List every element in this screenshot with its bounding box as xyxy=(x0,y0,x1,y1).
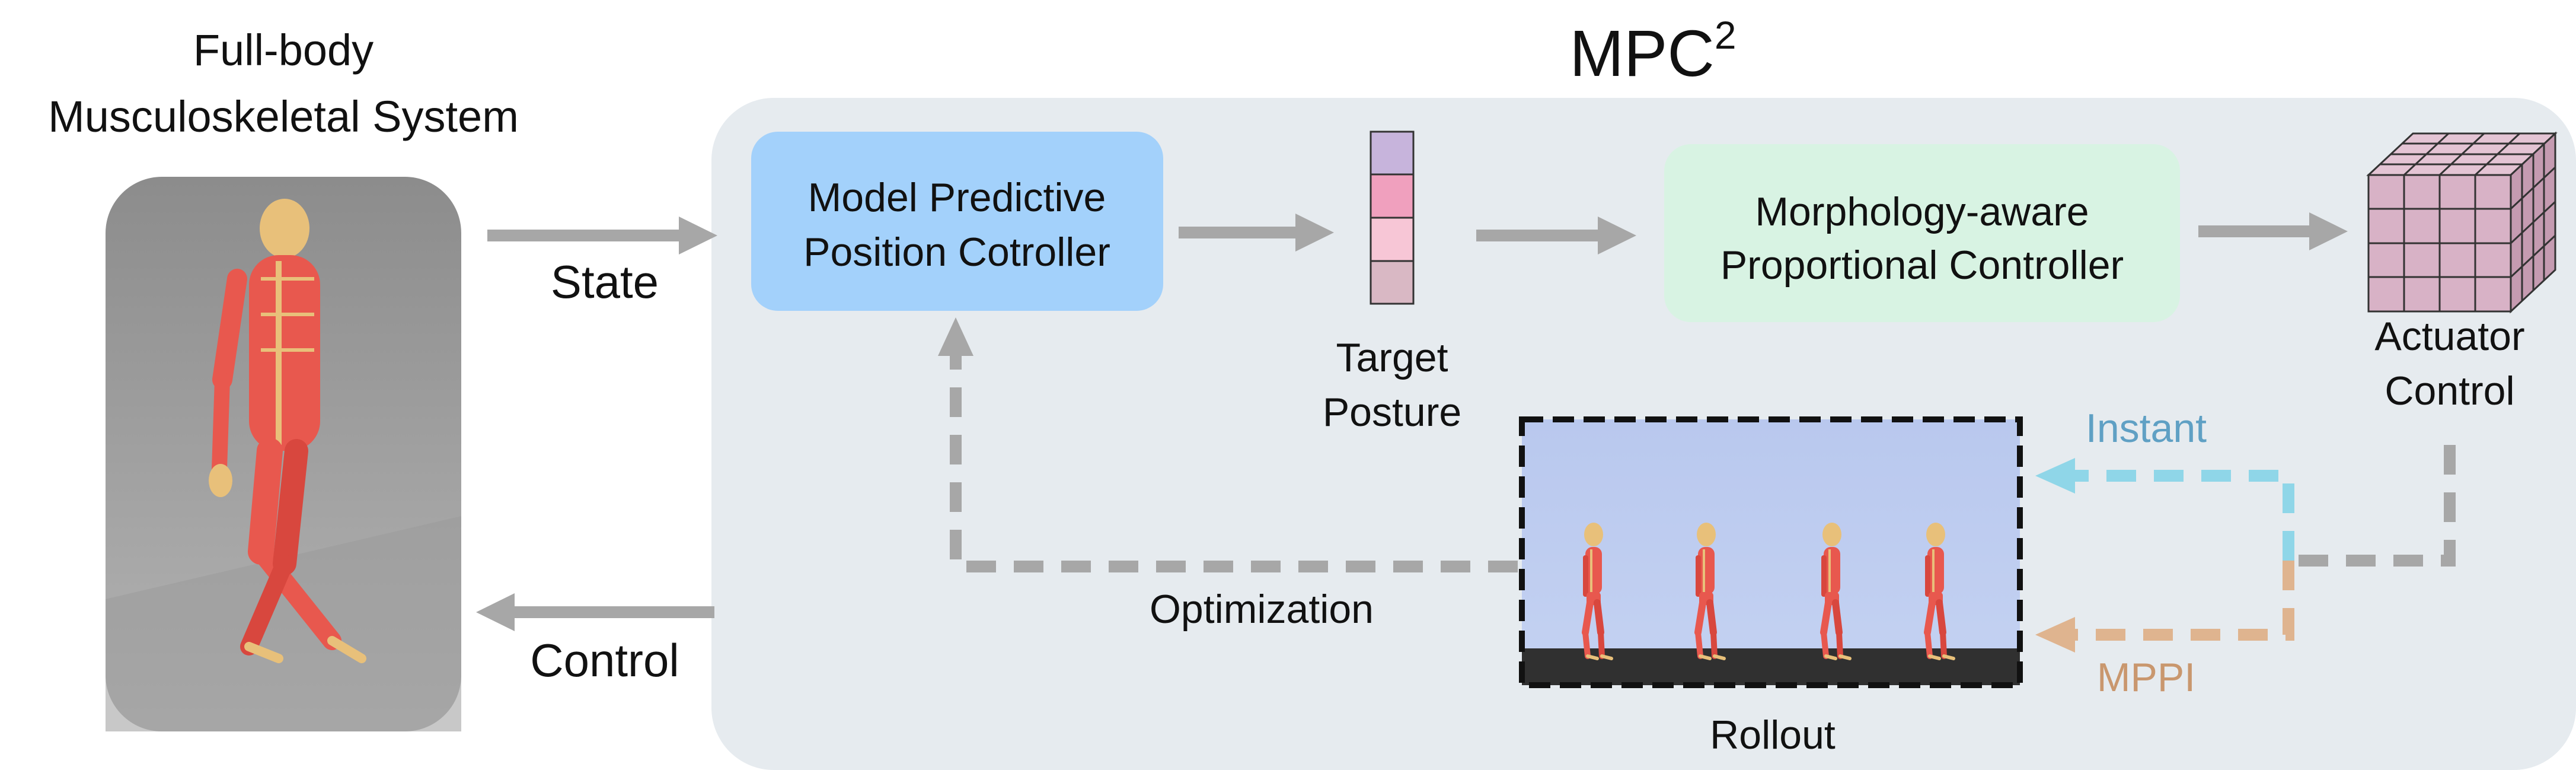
instant-dashed-path xyxy=(2072,470,2294,561)
mpc-block-line2: Position Cotroller xyxy=(803,230,1110,275)
pd-block-line2: Proportional Controller xyxy=(1720,243,2124,288)
instant-arrowhead xyxy=(2035,458,2075,494)
arrow-pd-to-actuator xyxy=(2198,212,2348,250)
actuator-feedback-dashed xyxy=(2294,445,2456,567)
arrow-mpc-to-target xyxy=(1179,214,1334,252)
rollout-label: Rollout xyxy=(1710,712,1836,758)
actuator-cube xyxy=(2366,131,2558,314)
control-label: Control xyxy=(530,634,679,686)
rollout-view xyxy=(1519,416,2023,688)
pd-block-line1: Morphology-aware xyxy=(1755,189,2089,234)
optimization-label: Optimization xyxy=(1150,587,1374,632)
left-title-line2: Musculoskeletal System xyxy=(48,92,519,141)
target-posture-line2: Posture xyxy=(1323,390,1461,435)
mpc2-title: MPC2 xyxy=(1569,13,1736,90)
control-arrow xyxy=(476,593,714,631)
pd-block xyxy=(1664,144,2180,322)
state-arrow xyxy=(487,217,717,254)
actuator-control-line1: Actuator xyxy=(2374,314,2524,359)
mppi-dashed-path xyxy=(2072,561,2294,641)
left-title-line1: Full-body xyxy=(193,26,374,75)
optimization-arrowhead xyxy=(938,317,973,356)
mppi-label: MPPI xyxy=(2097,655,2195,700)
mpc-block xyxy=(751,132,1163,311)
simulation-view xyxy=(106,177,461,731)
mppi-arrowhead xyxy=(2035,617,2075,653)
target-posture-vector xyxy=(1370,131,1415,305)
arrow-target-to-pd xyxy=(1476,217,1636,254)
musculoskeletal-figure xyxy=(209,199,366,663)
instant-label: Instant xyxy=(2086,406,2207,451)
state-label: State xyxy=(551,256,659,308)
actuator-control-line2: Control xyxy=(2385,368,2514,413)
target-posture-line1: Target xyxy=(1336,335,1448,380)
mpc-block-line1: Model Predictive xyxy=(808,175,1106,220)
